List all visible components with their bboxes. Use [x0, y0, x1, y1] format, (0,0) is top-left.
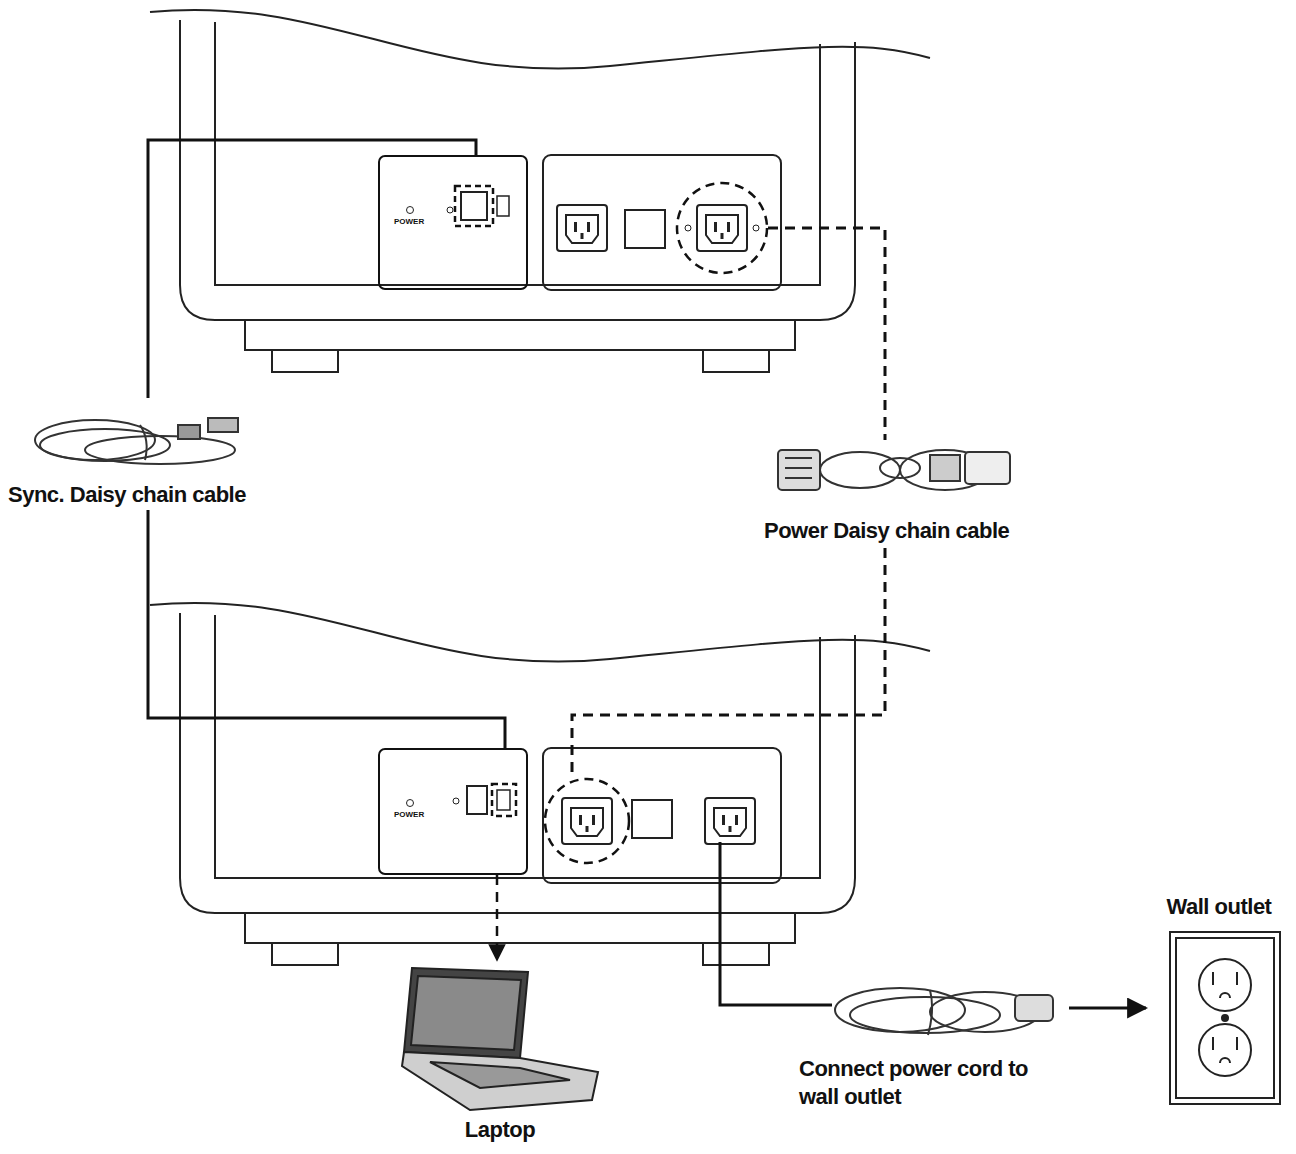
panel-label: POWER	[394, 810, 424, 819]
power-outlet	[697, 205, 747, 251]
connector	[1069, 1007, 1146, 1010]
laptop-picture	[402, 968, 598, 1110]
power-daisy-wire	[572, 228, 885, 778]
unit-panel: POWER	[378, 748, 528, 875]
caption: Power Daisy chain cable	[764, 517, 1009, 545]
connector	[496, 875, 499, 960]
caption: Sync. Daisy chain cable	[8, 481, 246, 509]
cord-item: Connect power cord to wall outlet	[795, 972, 1069, 1112]
cable-item: Sync. Daisy chain cable	[5, 398, 305, 510]
laptop-item: Laptop	[395, 960, 605, 1145]
power-outlet	[705, 798, 755, 844]
sync-cable-picture	[35, 418, 238, 464]
power-inlet	[557, 205, 607, 251]
power-inlet	[562, 798, 612, 844]
unit-panel: POWER	[378, 155, 528, 290]
power-cord-wire	[720, 842, 832, 1005]
cable-item: Power Daisy chain cable	[758, 438, 1068, 546]
caption: Connect power cord to wall outlet	[799, 1055, 1067, 1110]
caption: Wall outlet	[1167, 893, 1272, 921]
outlet-item: Wall outlet	[1146, 893, 1292, 1110]
panel-label: POWER	[394, 217, 424, 226]
connector	[148, 510, 505, 748]
wall-outlet-picture	[1170, 932, 1280, 1104]
upper-unit	[150, 10, 930, 372]
connector	[148, 140, 476, 398]
power-cord-picture	[835, 988, 1053, 1035]
lower-unit	[150, 603, 930, 965]
caption: Laptop	[465, 1116, 535, 1144]
power-cable-picture	[778, 450, 1010, 490]
